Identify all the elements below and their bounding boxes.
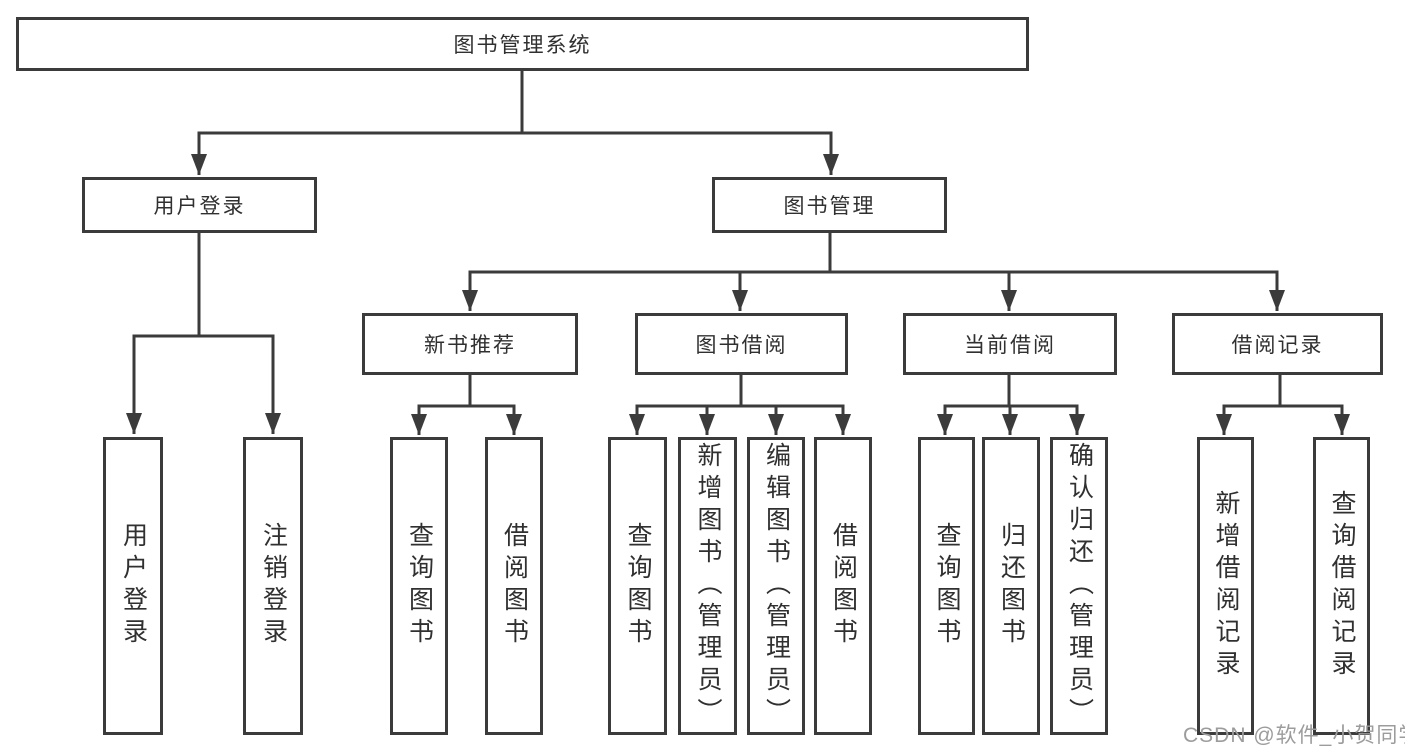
leaf-return-books: 归还图书 [982,437,1040,735]
leaf-add-borrow-record: 新增借阅记录 [1197,437,1254,735]
connector-user-login-children [126,233,281,434]
leaf-label: 查询借阅记录 [1328,490,1356,682]
leaf-label: 查询图书 [933,522,961,650]
connector-book-borrowing-children [629,375,851,435]
leaf-label: 编辑图书（管理员） [762,442,791,730]
leaf-label: 查询图书 [624,522,652,650]
leaf-label: 借阅图书 [829,522,858,650]
connector-borrowing-records-children [1216,375,1350,435]
node-user-login: 用户登录 [82,177,317,233]
node-current-borrowing: 当前借阅 [903,313,1117,375]
leaf-label: 借阅图书 [500,522,529,650]
node-borrowing-records: 借阅记录 [1172,313,1383,375]
leaf-confirm-return-admin: 确认归还（管理员） [1050,437,1108,735]
node-library-management-system: 图书管理系统 [16,17,1029,71]
leaf-label: 注销登录 [259,522,288,650]
leaf-label: 新增图书（管理员） [694,442,722,730]
leaf-label: 归还图书 [997,522,1026,650]
leaf-borrow-books: 借阅图书 [814,437,872,735]
connector-book-management-to-level3 [462,233,1285,311]
connector-current-borrowing-children [937,375,1085,435]
node-book-borrowing: 图书借阅 [635,313,848,375]
leaf-borrow-books-recommend: 借阅图书 [485,437,543,735]
connector-root-to-level2 [191,71,839,175]
leaf-query-borrow-record: 查询借阅记录 [1313,437,1370,735]
leaf-label: 确认归还（管理员） [1065,442,1094,730]
leaf-label: 查询图书 [405,522,434,650]
leaf-edit-book-admin: 编辑图书（管理员） [747,437,805,735]
leaf-query-books-recommend: 查询图书 [390,437,448,735]
leaf-user-login: 用户登录 [103,437,163,735]
leaf-add-book-admin: 新增图书（管理员） [678,437,737,735]
node-book-management: 图书管理 [712,177,947,233]
leaf-label: 用户登录 [119,522,148,650]
leaf-label: 新增借阅记录 [1212,490,1240,682]
csdn-watermark: CSDN @软件_小贺同学 [1183,724,1405,747]
leaf-query-books-borrowing: 查询图书 [608,437,667,735]
leaf-logout: 注销登录 [243,437,303,735]
leaf-query-books-current: 查询图书 [918,437,975,735]
connector-new-book-recommend-children [411,375,522,435]
node-new-book-recommend: 新书推荐 [362,313,578,375]
